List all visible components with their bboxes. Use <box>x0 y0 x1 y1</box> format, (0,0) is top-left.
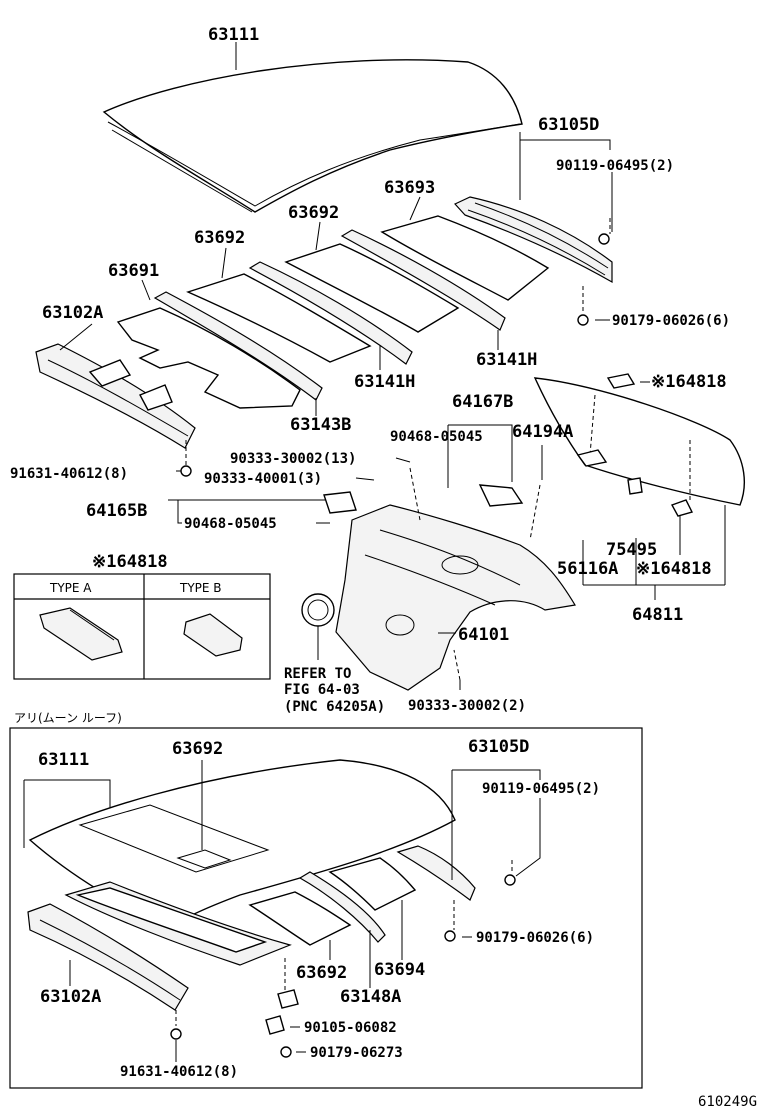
label-63692-bottom-top: 63692 <box>172 739 223 759</box>
label-64811: 64811 <box>632 605 683 625</box>
moonroof-pad-63692-drawing <box>248 891 352 946</box>
label-63105d-top: 63105D <box>538 115 599 135</box>
label-90333-13: 90333-30002(13) <box>230 451 356 467</box>
label-moonroof-caption: アリ(ムーン ルーフ) <box>14 711 122 725</box>
moonroof-section-frame <box>9 727 643 1089</box>
label-refer-line3: (PNC 64205A) <box>284 699 385 715</box>
roof-bow-63141h-a-drawing <box>340 229 506 331</box>
label-refer-line1: REFER TO <box>284 666 351 682</box>
label-90179-bottom: 90179-06026(6) <box>476 930 594 946</box>
label-63111-top: 63111 <box>208 25 259 45</box>
label-63691: 63691 <box>108 261 159 281</box>
label-63105d-bottom: 63105D <box>468 737 529 757</box>
label-90105: 90105-06082 <box>304 1020 397 1036</box>
label-63148a: 63148A <box>340 987 401 1007</box>
label-64194a: 64194A <box>512 422 573 442</box>
label-63102a-bottom: 63102A <box>40 987 101 1007</box>
label-64167b: 64167B <box>452 392 513 412</box>
label-64101: 64101 <box>458 625 509 645</box>
label-63143b: 63143B <box>290 415 351 435</box>
label-90468-b: 90468-05045 <box>184 516 277 532</box>
label-63694: 63694 <box>374 960 425 980</box>
moonroof-rear-header-drawing <box>396 845 476 901</box>
label-64818-right: ※164818 <box>636 559 712 579</box>
clip-type-table <box>13 573 271 680</box>
label-type-b: TYPE B <box>179 581 222 595</box>
label-90119-bottom: 90119-06495(2) <box>482 781 600 797</box>
roof-panel-drawing <box>102 59 523 213</box>
label-63693: 63693 <box>384 178 435 198</box>
label-64818-box: ※164818 <box>92 552 168 572</box>
label-type-a: TYPE A <box>49 581 92 595</box>
label-63692-a: 63692 <box>288 203 339 223</box>
roof-bow-63143b-drawing <box>153 291 323 401</box>
headliner-drawing <box>116 307 301 409</box>
silencer-pad-63693-drawing <box>380 215 550 301</box>
rear-header-rail-drawing <box>454 196 613 284</box>
silencer-pad-63692a-drawing <box>284 243 460 333</box>
front-header-rail-drawing <box>35 343 196 449</box>
label-75495: 75495 <box>606 540 657 560</box>
label-90333-2: 90333-30002(2) <box>408 698 526 714</box>
silencer-pad-63692b-drawing <box>186 273 372 363</box>
label-refer-line2: FIG 64-03 <box>284 682 360 698</box>
label-90333-3: 90333-40001(3) <box>204 471 322 487</box>
package-tray-trim-drawing <box>533 377 745 506</box>
label-64165b: 64165B <box>86 501 147 521</box>
roof-bow-63141h-b-drawing <box>248 261 413 365</box>
label-90179-06273: 90179-06273 <box>310 1045 403 1061</box>
moonroof-pad-63694-drawing <box>328 857 417 911</box>
label-64818-top: ※164818 <box>651 372 727 392</box>
label-91631-top: 91631-40612(8) <box>10 466 128 482</box>
back-panel-drawing <box>335 504 576 691</box>
label-63141h-a: 63141H <box>476 350 537 370</box>
label-63141h-b: 63141H <box>354 372 415 392</box>
label-63111-bottom: 63111 <box>38 750 89 770</box>
label-63102a-top: 63102A <box>42 303 103 323</box>
label-56116a: 56116A <box>557 559 618 579</box>
label-90119-top: 90119-06495(2) <box>556 158 674 174</box>
label-90468-a: 90468-05045 <box>390 429 483 445</box>
label-91631-bottom: 91631-40612(8) <box>120 1064 238 1080</box>
label-90179-top: 90179-06026(6) <box>612 313 730 329</box>
clip-type-b-drawing <box>183 613 243 657</box>
clip-type-a-drawing <box>39 607 123 661</box>
label-63692-b: 63692 <box>194 228 245 248</box>
label-fig-code: 610249G <box>698 1094 757 1110</box>
label-63692-bottom: 63692 <box>296 963 347 983</box>
moonroof-front-header-drawing <box>27 903 189 1011</box>
